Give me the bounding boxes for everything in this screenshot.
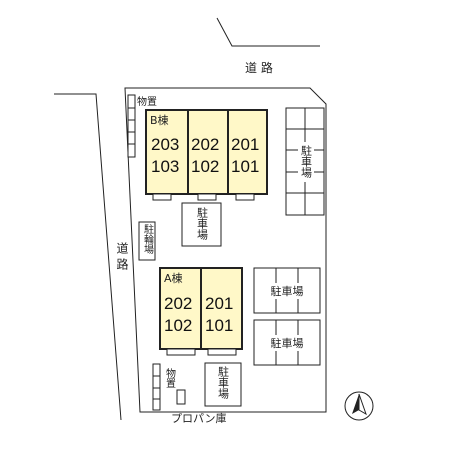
north-arrow-icon [344,391,374,421]
road-top-edge [216,17,320,47]
propane-label: プロパン庫 [171,411,227,425]
unit-b-103: 103 [151,157,179,176]
unit-b-102: 102 [191,157,219,176]
bike-parking [138,221,156,261]
parking-center-b [181,202,222,247]
unit-a-101: 101 [205,316,233,335]
road-left-edge [54,93,122,421]
parking-right-top-label: 駐車場 [300,144,313,179]
building-b-name: B棟 [150,113,169,127]
parking-right-mid-1-label: 駐車場 [271,284,304,298]
bike-parking-label: 駐輪場 [142,223,154,255]
parking-center-b-label: 駐車場 [196,206,209,241]
road-left-label: 道 路 [115,242,129,271]
storage-bottom-label: 物置 [164,367,176,388]
unit-a-202: 202 [164,294,192,313]
storage-top [127,94,136,158]
propane-storage [176,389,186,405]
storage-top-label: 物置 [137,95,157,108]
unit-b-101: 101 [231,157,259,176]
unit-a-201: 201 [205,294,233,313]
unit-b-203: 203 [151,135,179,154]
unit-a-102: 102 [164,316,192,335]
road-top-label: 道 路 [245,60,273,75]
unit-b-202: 202 [191,135,219,154]
lot-outline [124,87,327,413]
unit-b-201: 201 [231,135,259,154]
storage-bottom [152,363,161,411]
parking-right-mid-2-label: 駐車場 [271,336,304,350]
parking-bottom-center [204,362,242,407]
building-b [145,109,268,195]
parking-bottom-center-label: 駐車場 [217,365,230,400]
building-a-name: A棟 [164,271,183,285]
